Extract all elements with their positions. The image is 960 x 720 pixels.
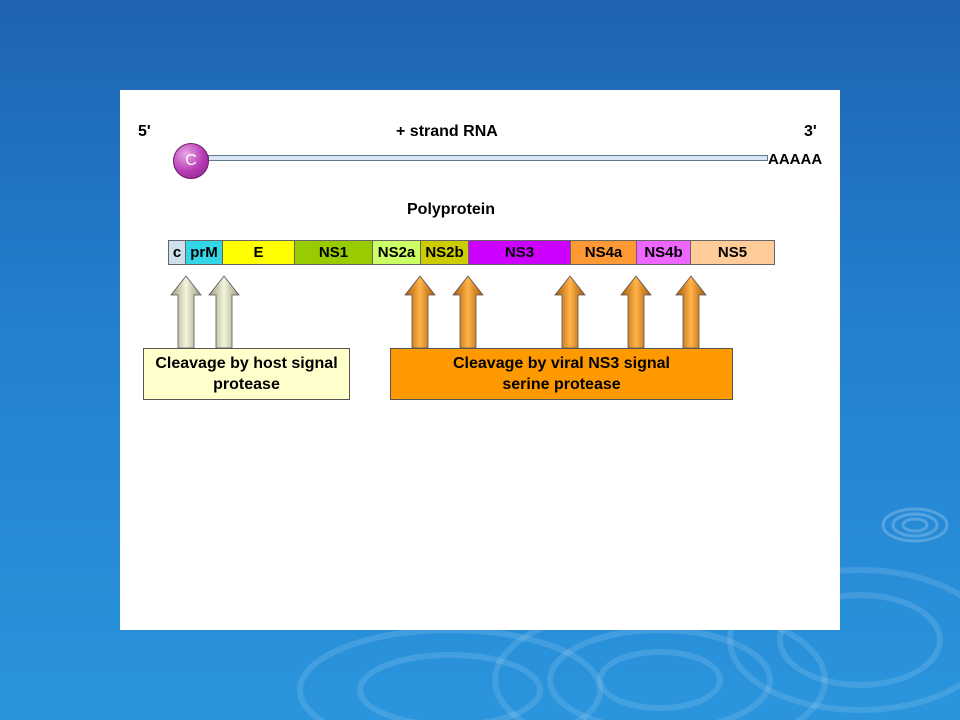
- polyprotein-title: Polyprotein: [407, 201, 496, 218]
- polyprotein-bar: c prM E NS1 NS2a NS2b NS3 NS4a NS4b NS5: [168, 240, 775, 265]
- segment-ns2b: NS2b: [421, 241, 469, 264]
- cap-circle: C: [173, 143, 209, 179]
- host-arrow-2: [208, 275, 240, 349]
- host-protease-line2: protease: [213, 376, 280, 393]
- segment-ns1: NS1: [295, 241, 373, 264]
- segment-ns4b: NS4b: [637, 241, 691, 264]
- segment-ns5: NS5: [691, 241, 774, 264]
- viral-arrow-1: [404, 275, 436, 349]
- segment-ns4a: NS4a: [571, 241, 637, 264]
- host-arrow-1: [170, 275, 202, 349]
- segment-ns2a: NS2a: [373, 241, 421, 264]
- segment-e: E: [223, 241, 295, 264]
- viral-arrow-3: [554, 275, 586, 349]
- viral-arrow-5: [675, 275, 707, 349]
- poly-a-tail: AAAAA: [768, 151, 823, 168]
- segment-ns3: NS3: [469, 241, 571, 264]
- viral-arrow-2: [452, 275, 484, 349]
- slide-canvas: 5' + strand RNA 3' C AAAAA Polyprotein c…: [120, 90, 840, 630]
- cleavage-arrows: [170, 275, 707, 349]
- viral-protease-line2: serine protease: [502, 376, 621, 393]
- five-prime-label: 5': [138, 123, 151, 140]
- host-protease-box: Cleavage by host signal protease: [143, 348, 350, 400]
- viral-arrow-4: [620, 275, 652, 349]
- viral-protease-line1: Cleavage by viral NS3 signal: [453, 355, 670, 372]
- segment-c: c: [169, 241, 186, 264]
- viral-protease-box: Cleavage by viral NS3 signal serine prot…: [390, 348, 733, 400]
- segment-prm: prM: [186, 241, 223, 264]
- rna-strand-title: + strand RNA: [396, 123, 498, 140]
- three-prime-label: 3': [804, 123, 817, 140]
- host-protease-line1: Cleavage by host signal: [155, 355, 338, 372]
